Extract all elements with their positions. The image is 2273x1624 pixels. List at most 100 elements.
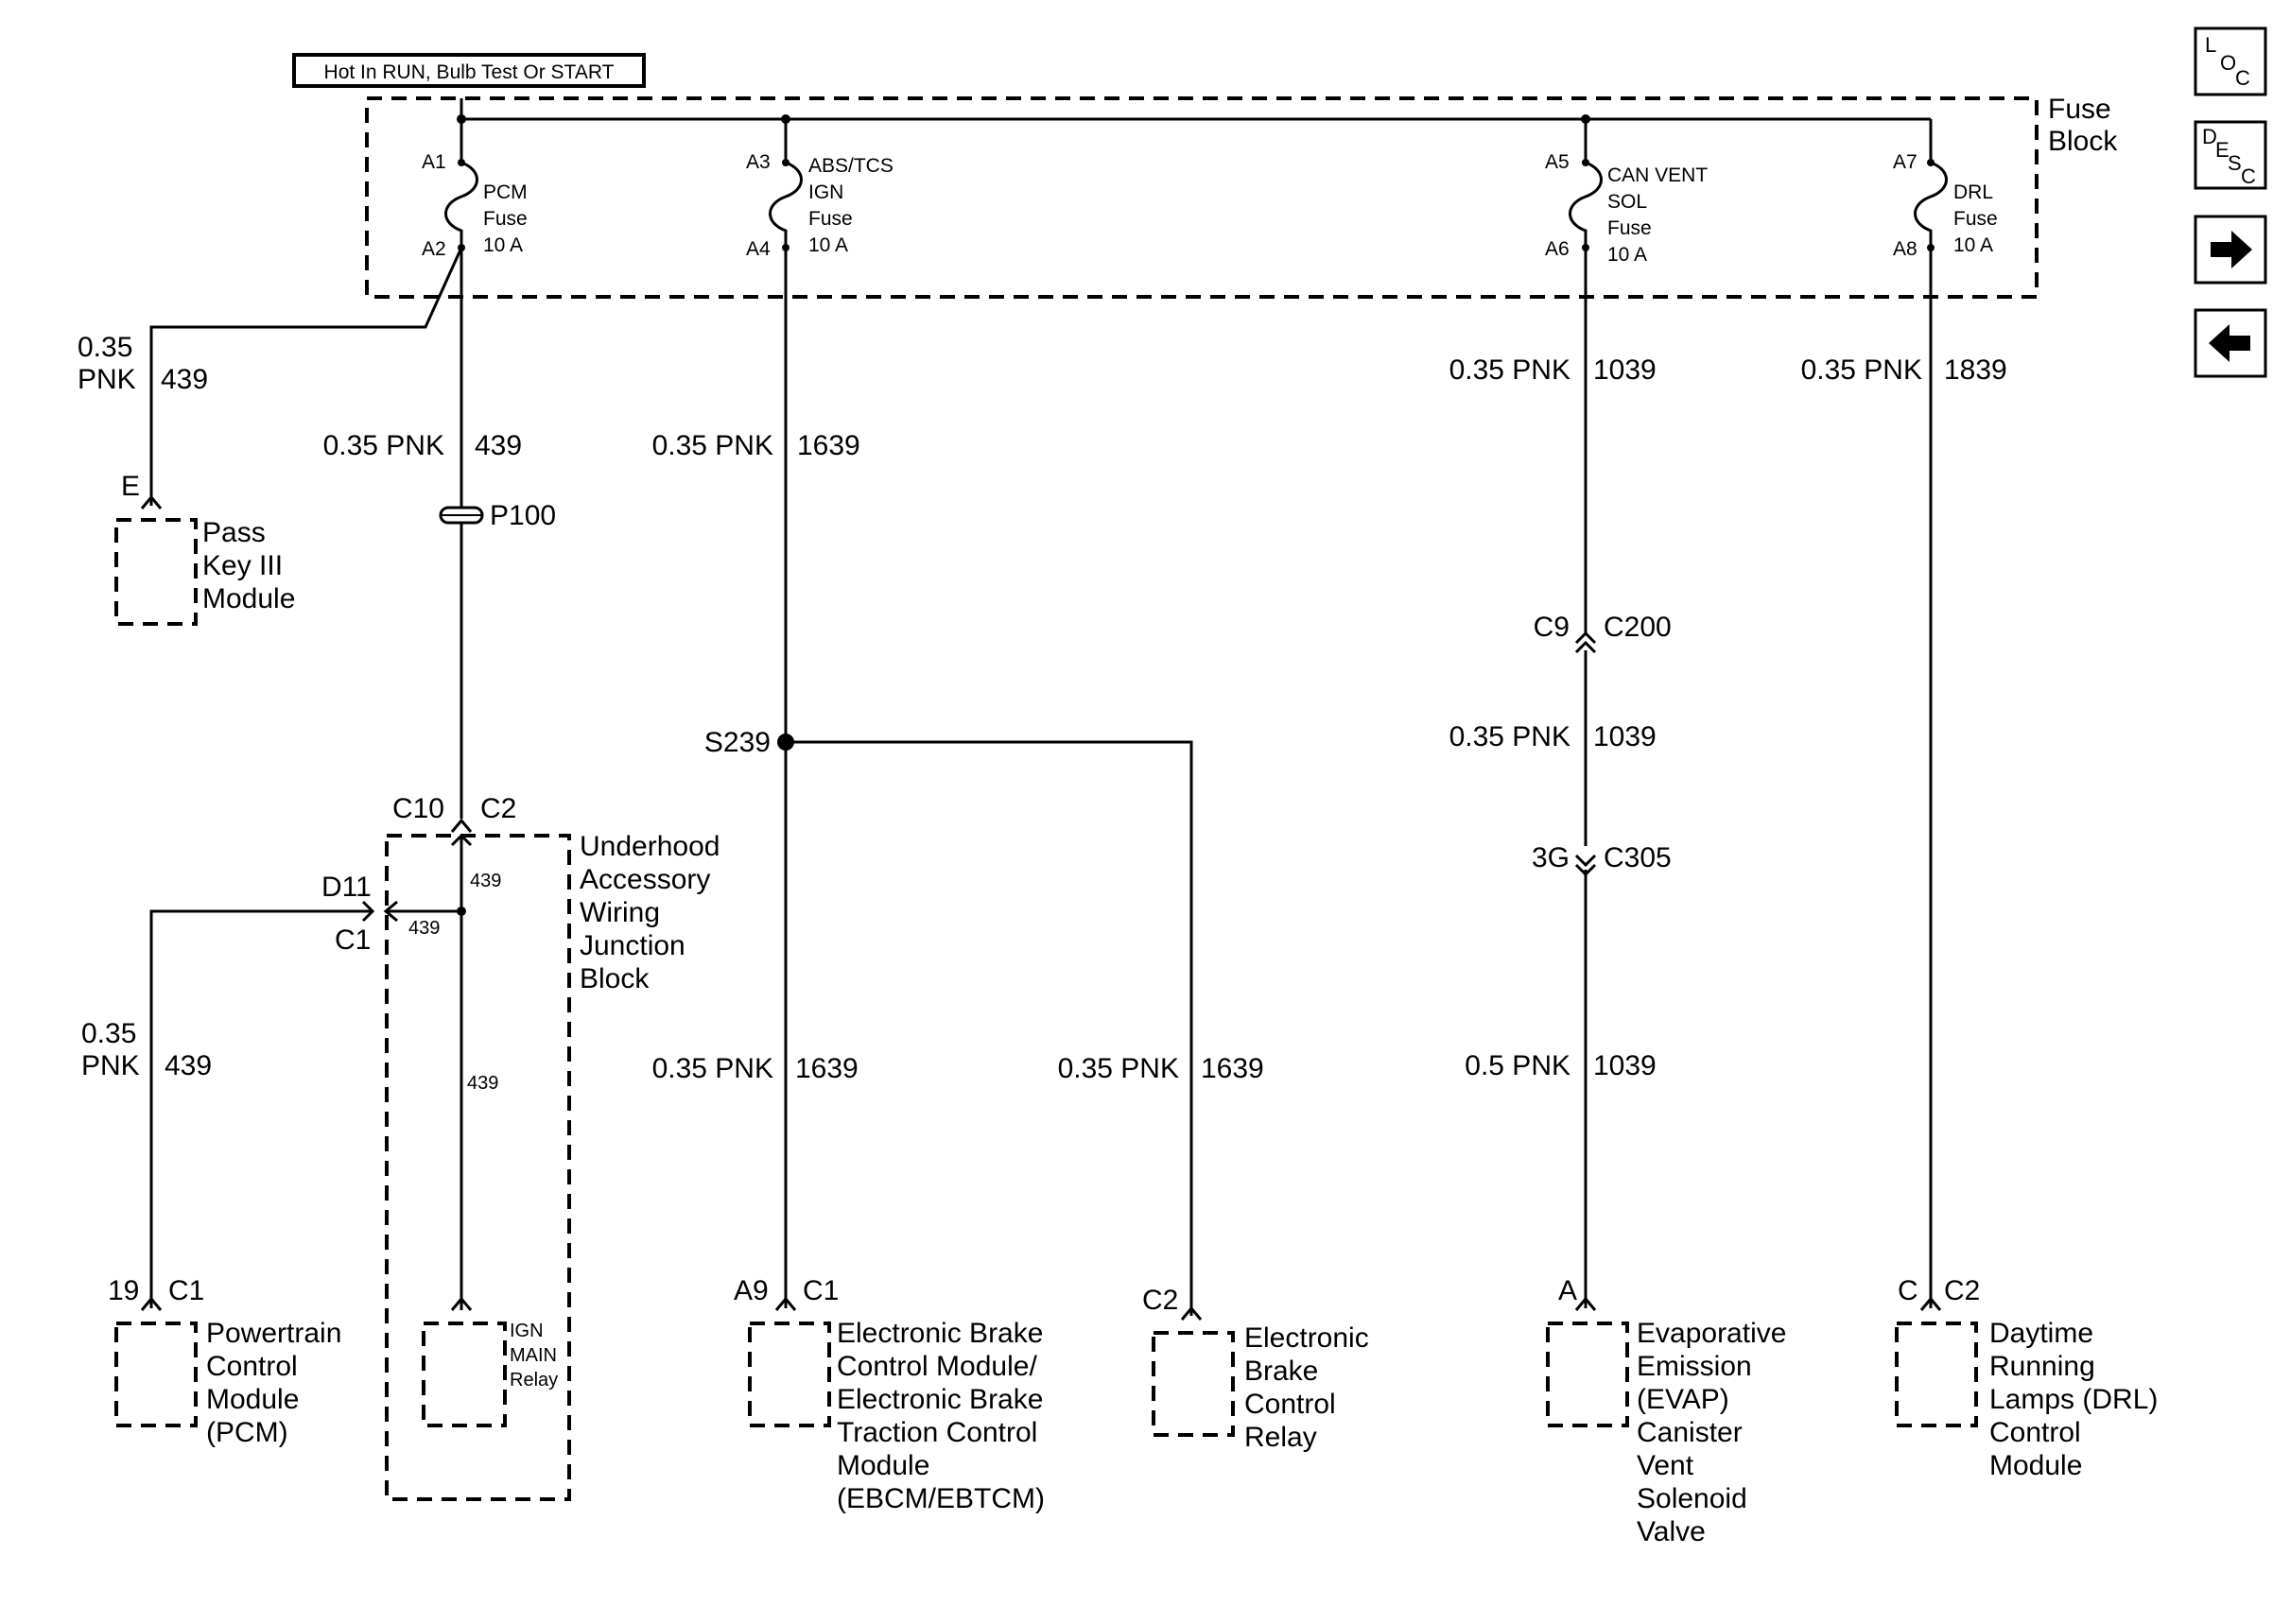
wire-1839-circuit: 1839: [1944, 354, 2007, 386]
pass-key-female-terminal-icon: [140, 494, 163, 510]
pcm-pin: 19: [108, 1275, 139, 1306]
next-button[interactable]: [2194, 215, 2267, 285]
wire-439-pass-key: [149, 247, 463, 506]
drl-fuse-label-1: DRL: [1953, 181, 1993, 203]
bus-node-abs: [781, 114, 790, 124]
fuse-pin-a6: A6: [1545, 238, 1570, 260]
pcm-label-1: Powertrain: [206, 1318, 341, 1349]
wire-relay-spec: 0.35 PNK: [1058, 1053, 1179, 1084]
c3g-label: 3G: [1532, 842, 1570, 873]
ebcm-female-terminal-icon: [774, 1296, 797, 1311]
wire-1039-top-spec: 0.35 PNK: [1449, 354, 1570, 386]
pcm-label-4: (PCM): [206, 1417, 288, 1448]
wire-pcm-feed-size: 0.35: [81, 1018, 136, 1049]
can-vent-fuse-icon: [1569, 161, 1603, 248]
wire-pass-key-color: PNK: [78, 364, 136, 395]
c200-label: C200: [1604, 612, 1672, 643]
ebc-relay-outline: [1152, 1331, 1235, 1437]
loc-c: C: [2235, 66, 2250, 90]
drl-female-terminal-icon: [1919, 1296, 1942, 1311]
pcm-fuse-label-3: 10 A: [483, 234, 523, 256]
abs-fuse-label-4: 10 A: [808, 234, 848, 256]
junction-block-label-5: Block: [580, 963, 650, 994]
c10-label: C10: [392, 793, 444, 824]
ign-relay-label-3: Relay: [510, 1370, 558, 1391]
fuse-pin-a1: A1: [422, 151, 446, 173]
drl-label-2: Running: [1989, 1351, 2095, 1382]
abs-fuse-icon: [769, 161, 803, 248]
c1-junction-label: C1: [335, 924, 371, 956]
ign-relay-female-terminal-icon: [450, 1296, 473, 1311]
wire-1039-bottom-spec: 0.5 PNK: [1465, 1050, 1570, 1081]
junction-block-outline: [385, 834, 571, 1501]
wire-pcm-feed-color: PNK: [81, 1050, 140, 1081]
evap-label-7: Valve: [1637, 1516, 1706, 1547]
evap-label-1: Evaporative: [1637, 1318, 1786, 1349]
ebcm-label-5: Module: [837, 1450, 929, 1481]
wire-pass-key-circuit: 439: [161, 364, 208, 395]
wire-439-to-pcm: [149, 909, 373, 1308]
p100-label: P100: [490, 500, 556, 531]
evap-label-3: (EVAP): [1637, 1384, 1729, 1415]
ign-relay-label-2: MAIN: [510, 1345, 557, 1366]
drl-label-1: Daytime: [1989, 1318, 2093, 1349]
wire-pcm-feed-circuit: 439: [165, 1050, 212, 1081]
desc-button[interactable]: D E S C: [2194, 120, 2267, 190]
pass-key-label-1: Pass: [202, 517, 266, 548]
pass-key-module-outline: [114, 518, 198, 626]
prev-button[interactable]: [2194, 308, 2267, 378]
fuse-pin-a2: A2: [422, 238, 446, 260]
abs-fuse-label-2: IGN: [808, 181, 843, 203]
evap-label-6: Solenoid: [1637, 1483, 1747, 1514]
wire-relay-circuit: 1639: [1201, 1053, 1264, 1084]
pass-key-label-3: Module: [202, 583, 295, 614]
c10-female-terminal-icon: [450, 818, 473, 833]
c2-label-top: C2: [480, 793, 516, 824]
left-arrow-icon: [2209, 324, 2250, 362]
ebcm-outline: [748, 1322, 831, 1427]
can-fuse-label-3: Fuse: [1607, 217, 1652, 239]
ebc-relay-label-2: Brake: [1244, 1356, 1318, 1387]
junction-male-terminal-icon: [383, 900, 398, 923]
ebcm-label-2: Control Module/: [837, 1351, 1037, 1382]
c9-label: C9: [1534, 612, 1570, 643]
desc-c: C: [2241, 164, 2256, 188]
drl-label-3: Lamps (DRL): [1989, 1384, 2158, 1415]
pcm-outline: [114, 1322, 198, 1427]
ebc-relay-label-3: Control: [1244, 1389, 1336, 1420]
c305-connector-icon: [1574, 854, 1597, 877]
can-fuse-label-2: SOL: [1607, 191, 1647, 213]
ign-relay-label-1: IGN: [510, 1321, 544, 1341]
fuse-pin-a8: A8: [1893, 238, 1917, 260]
right-arrow-icon: [2211, 231, 2252, 268]
bus-node-can: [1581, 114, 1590, 124]
drl-label-4: Control: [1989, 1417, 2081, 1448]
wire-ebcm-circuit: 1639: [795, 1053, 859, 1084]
pcm-label-2: Control: [206, 1351, 298, 1382]
wire-1039-mid-circuit: 1039: [1593, 721, 1657, 752]
wire-1639-spec: 0.35 PNK: [652, 430, 773, 461]
desc-e: E: [2215, 138, 2230, 162]
ebcm-label-3: Electronic Brake: [837, 1384, 1043, 1415]
drl-fuse-icon: [1914, 161, 1948, 248]
can-fuse-label-4: 10 A: [1607, 244, 1647, 266]
junction-block-label-4: Junction: [580, 930, 685, 961]
loc-button[interactable]: L O C: [2194, 26, 2267, 96]
ebc-relay-label-1: Electronic: [1244, 1322, 1369, 1354]
drl-connector: C2: [1944, 1275, 1980, 1306]
wire-439-spec: 0.35 PNK: [323, 430, 444, 461]
desc-s: S: [2228, 151, 2242, 175]
wire-1039-mid-spec: 0.35 PNK: [1449, 721, 1570, 752]
ebc-relay-female-terminal-icon: [1180, 1305, 1203, 1321]
can-fuse-label-1: CAN VENT: [1607, 164, 1708, 186]
desc-d: D: [2202, 125, 2217, 148]
abs-fuse-label-3: Fuse: [808, 208, 853, 230]
pcm-label-3: Module: [206, 1384, 299, 1415]
abs-fuse-in-node: [782, 159, 789, 166]
internal-circuit-1: 439: [470, 871, 501, 891]
ebcm-pin: A9: [734, 1275, 769, 1306]
wire-ebcm-spec: 0.35 PNK: [652, 1053, 773, 1084]
fuse-block-title-1: Fuse: [2048, 94, 2111, 125]
wire-1039-bottom-circuit: 1039: [1593, 1050, 1657, 1081]
